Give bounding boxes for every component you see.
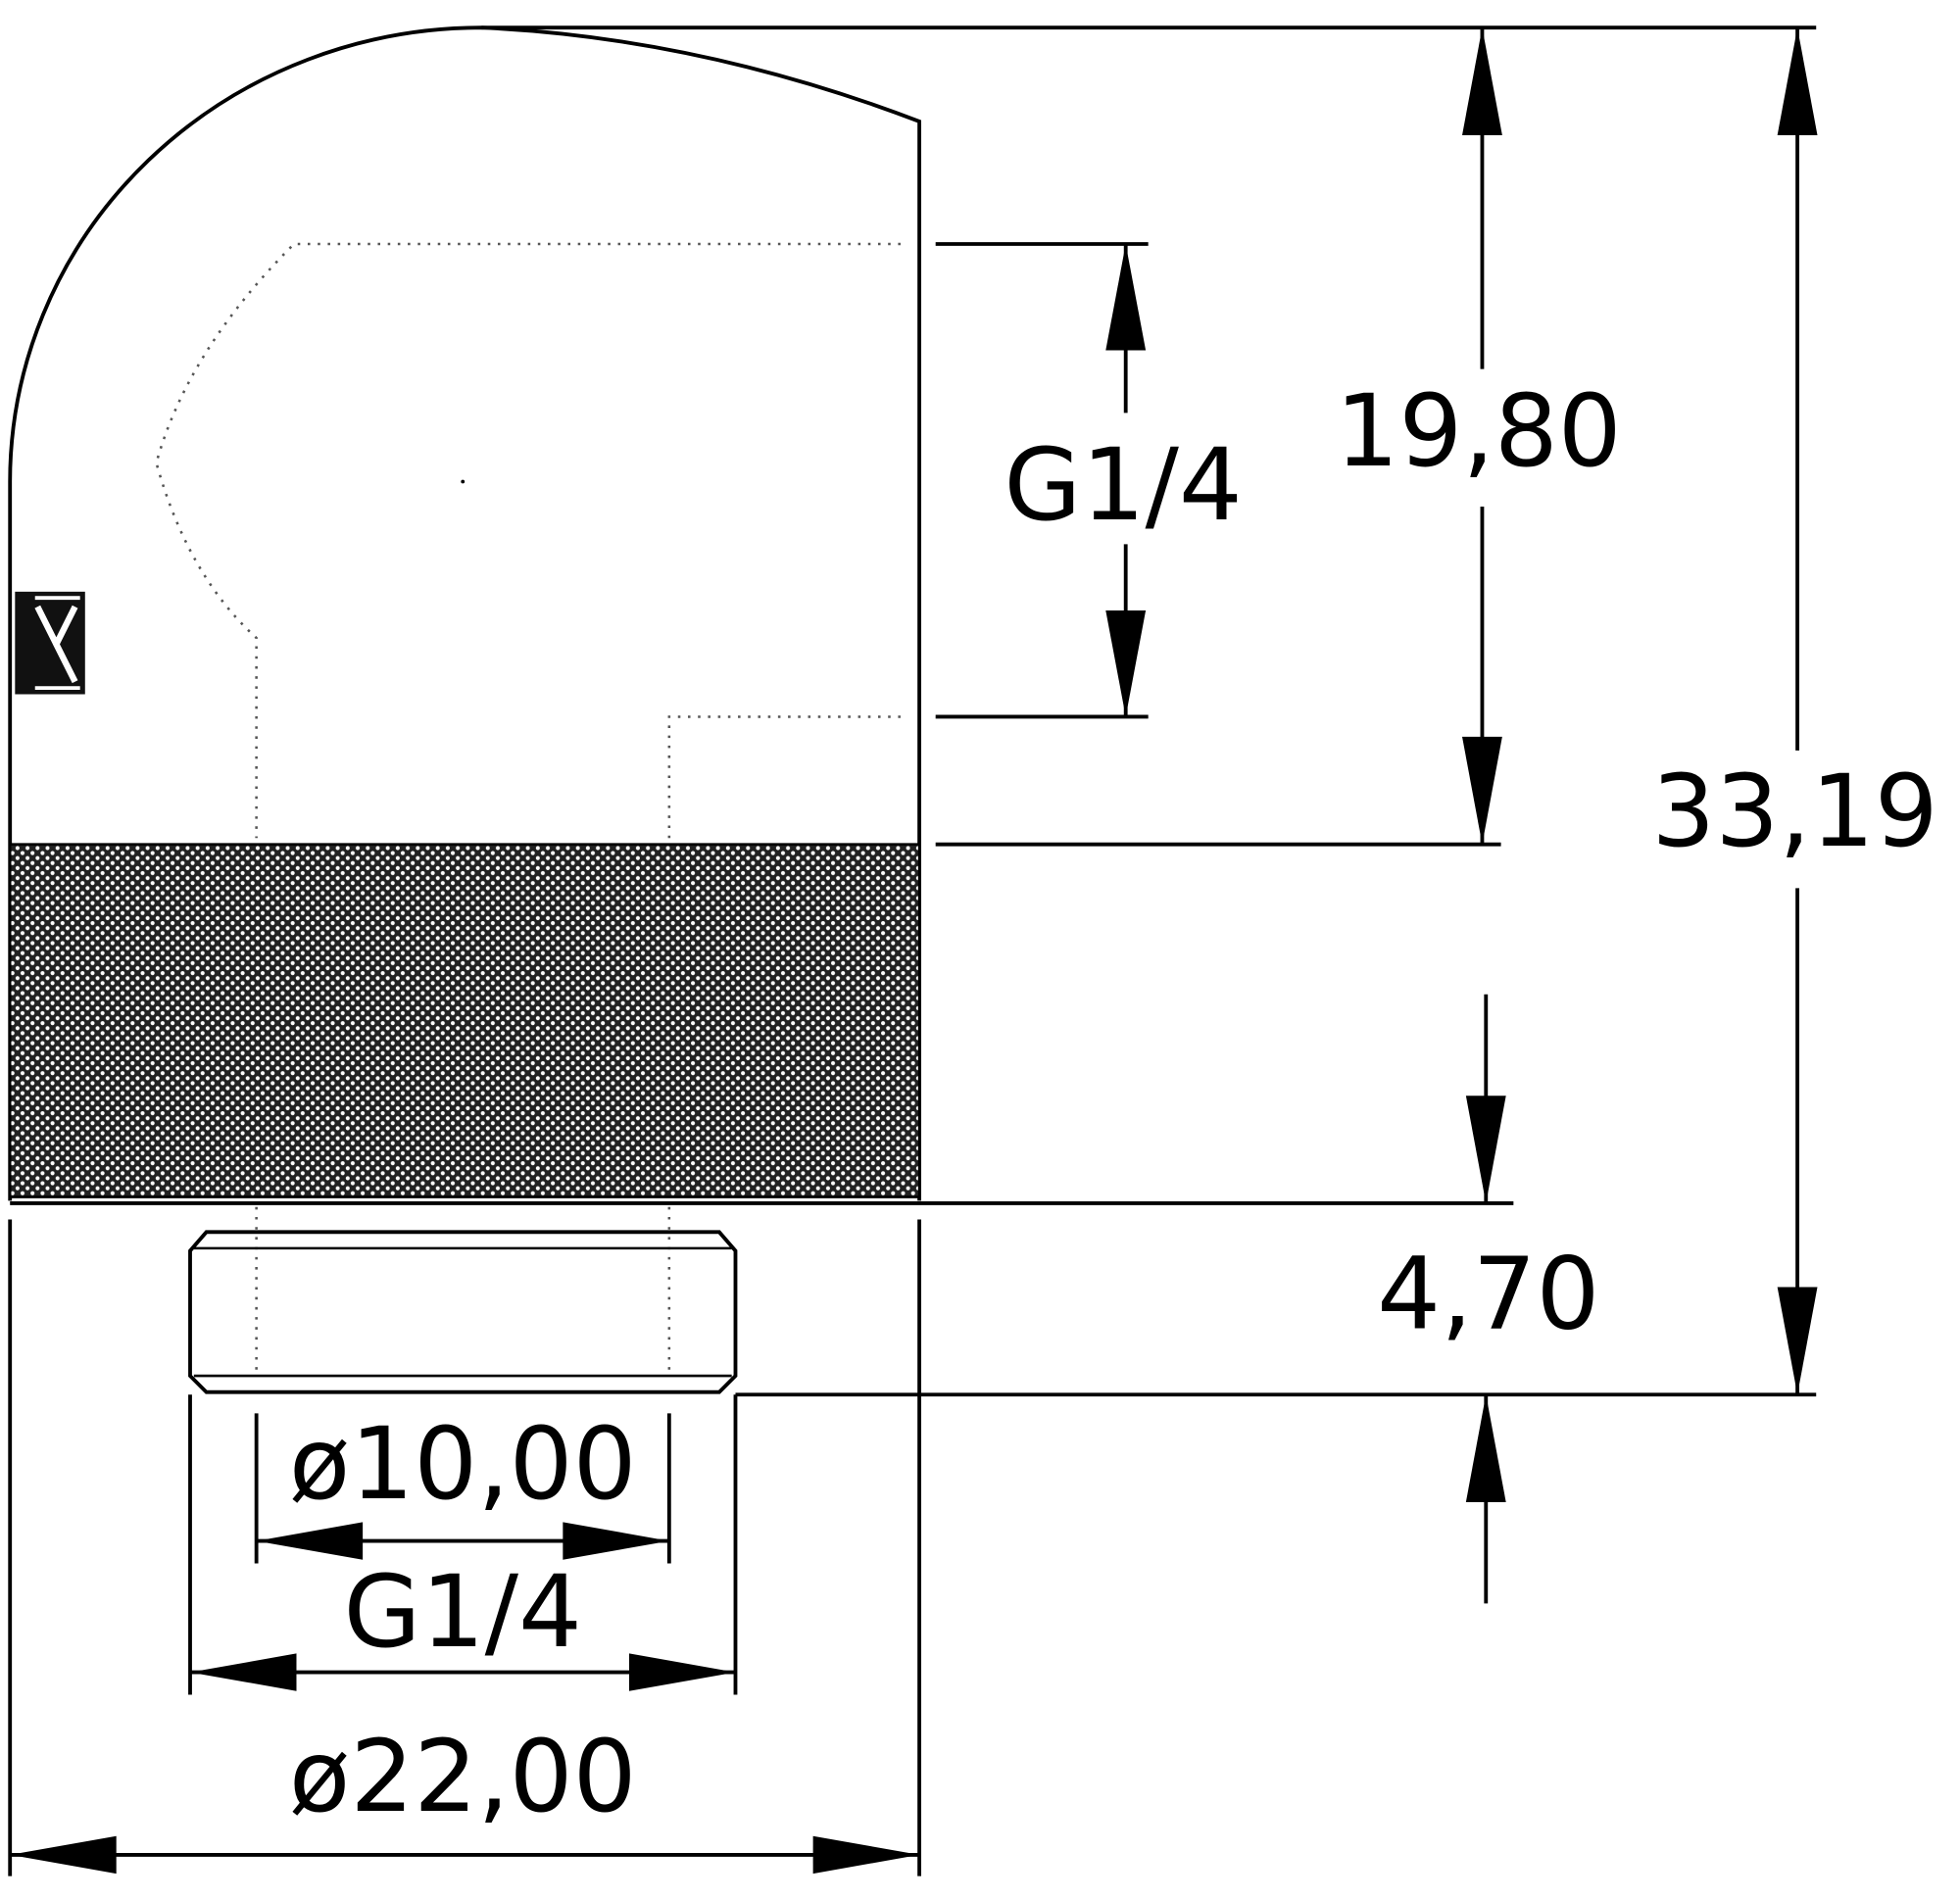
dimension-inner-diameter: ø10,00 bbox=[254, 1406, 671, 1564]
dimension-height-upper: 19,80 bbox=[935, 27, 1622, 847]
dim-label-thread-length: 4,70 bbox=[1377, 1237, 1599, 1353]
thread-section bbox=[188, 1230, 738, 1394]
dimension-outer-diameter: ø22,00 bbox=[8, 1219, 922, 1876]
dim-label-height-upper: 19,80 bbox=[1335, 373, 1621, 490]
dimension-height-total: 33,19 bbox=[1651, 27, 1938, 1395]
knurled-grip bbox=[8, 843, 921, 1198]
dimension-thread-top: G1/4 bbox=[935, 242, 1243, 719]
dim-label-thread-top: G1/4 bbox=[1004, 427, 1242, 544]
dim-label-thread-bottom: G1/4 bbox=[344, 1554, 582, 1671]
dimension-thread-length: 4,70 bbox=[1377, 994, 1599, 1604]
dim-label-height-total: 33,19 bbox=[1651, 754, 1937, 870]
dimension-thread-bottom: G1/4 bbox=[188, 1394, 738, 1695]
fitting-body bbox=[8, 25, 1817, 1370]
brand-logo bbox=[15, 591, 85, 695]
dim-label-outer-diameter: ø22,00 bbox=[289, 1719, 637, 1835]
dim-label-inner-diameter: ø10,00 bbox=[289, 1406, 637, 1523]
